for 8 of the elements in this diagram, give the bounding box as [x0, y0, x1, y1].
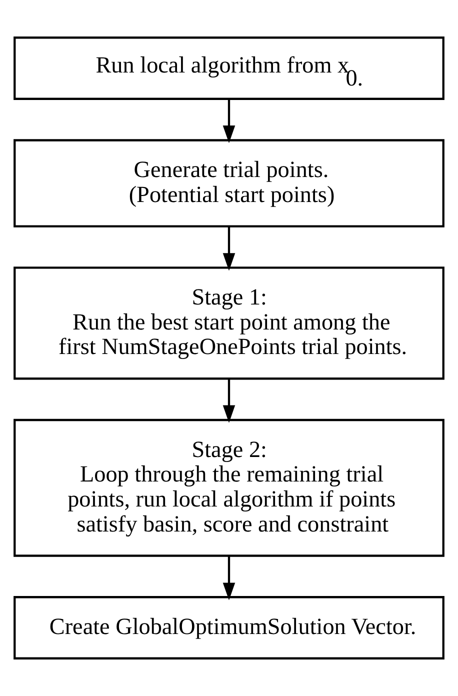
node-box: Create GlobalOptimumSolution Vector. — [14, 596, 444, 660]
arrow — [222, 379, 236, 423]
arrow — [222, 556, 236, 600]
node-box: Generate trial points. (Potential start points) — [14, 139, 444, 228]
node-box: Stage 2: Loop through the remaining trial points, run local algorithm if points satisfy basin, score and constraint — [14, 418, 444, 557]
arrow — [222, 226, 236, 271]
arrow — [222, 99, 236, 144]
node-box: Stage 1: Run the best start point among the first NumStageOnePoints trial points. — [14, 266, 444, 380]
